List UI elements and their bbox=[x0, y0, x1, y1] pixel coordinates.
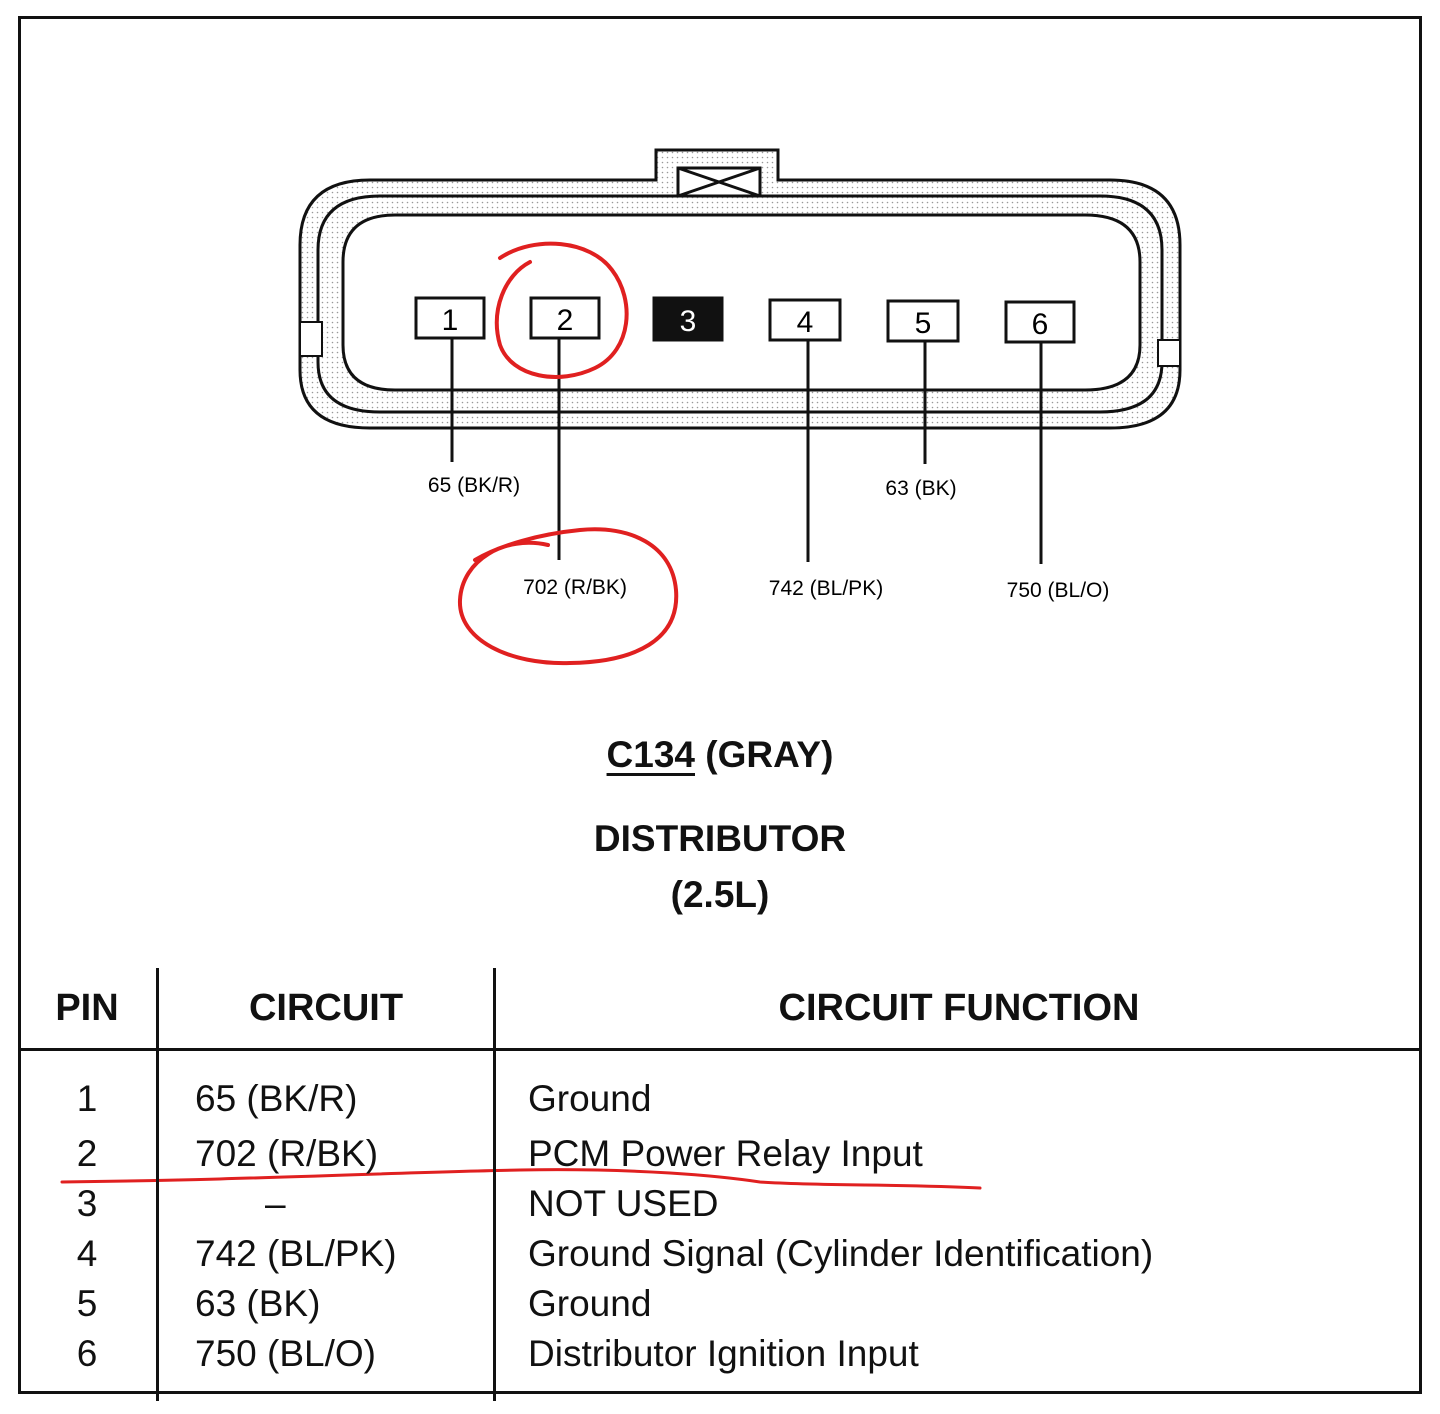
row-circuit-cell: – bbox=[157, 1179, 496, 1229]
pin-6-label: 6 bbox=[1032, 308, 1049, 341]
annotation-circle-pin-2 bbox=[494, 241, 629, 379]
row-circuit: 750 (BL/O) bbox=[157, 1329, 496, 1401]
row-pin: 4 bbox=[18, 1229, 159, 1279]
connector-housing bbox=[298, 148, 1182, 430]
row-function: Ground Signal (Cylinder Identification) bbox=[528, 1233, 1154, 1274]
wire-label-4: 742 (BL/PK) bbox=[769, 577, 883, 600]
component-name: DISTRIBUTOR bbox=[593, 818, 847, 859]
row-pin: 6 bbox=[18, 1329, 159, 1401]
wire-label-5: 63 (BK) bbox=[885, 477, 956, 500]
row-function: Distributor Ignition Input bbox=[528, 1333, 919, 1374]
connector-color: (GRAY) bbox=[705, 734, 834, 775]
pin-5-label: 5 bbox=[915, 307, 932, 340]
wire-label-1: 65 (BK/R) bbox=[428, 474, 520, 497]
pin-4-label: 4 bbox=[797, 306, 814, 339]
row-function: PCM Power Relay Input bbox=[528, 1133, 923, 1174]
header-function: CIRCUIT FUNCTION bbox=[494, 968, 1422, 1051]
pin-2-label: 2 bbox=[557, 304, 574, 337]
row-pin: 3 bbox=[18, 1179, 159, 1229]
table-row: 2 702 (R/BK) PCM Power Relay Input bbox=[18, 1129, 1422, 1179]
row-circuit: 742 (BL/PK) bbox=[157, 1229, 496, 1279]
diagram-frame bbox=[18, 16, 1422, 1394]
connector-id: C134 bbox=[606, 734, 695, 775]
row-function: Ground bbox=[528, 1283, 652, 1324]
table-row: 1 65 (BK/R) Ground bbox=[18, 1049, 1422, 1129]
row-circuit: 702 (R/BK) bbox=[157, 1129, 496, 1179]
header-pin: PIN bbox=[18, 968, 159, 1051]
wire-label-2: 702 (R/BK) bbox=[523, 576, 627, 599]
annotation-circle-wire-2 bbox=[457, 527, 679, 666]
row-circuit: 65 (BK/R) bbox=[157, 1049, 496, 1129]
table-row: 6 750 (BL/O) Distributor Ignition Input bbox=[18, 1329, 1422, 1401]
latch-icon bbox=[676, 166, 762, 198]
table-header-row: PIN CIRCUIT CIRCUIT FUNCTION bbox=[18, 968, 1422, 1051]
engine-size: (2.5L) bbox=[670, 874, 770, 915]
row-pin: 1 bbox=[18, 1049, 159, 1129]
table-row: 4 742 (BL/PK) Ground Signal (Cylinder Id… bbox=[18, 1229, 1422, 1279]
pin-table: PIN CIRCUIT CIRCUIT FUNCTION 1 65 (BK/R)… bbox=[18, 968, 1422, 1401]
pin-6: 6 bbox=[1004, 300, 1076, 344]
row-circuit: 63 (BK) bbox=[157, 1279, 496, 1329]
pin-2: 2 bbox=[529, 296, 601, 340]
row-function: NOT USED bbox=[528, 1183, 719, 1224]
connector-title: C134 (GRAY) bbox=[0, 734, 1440, 776]
table-row: 3 – NOT USED bbox=[18, 1179, 1422, 1229]
table-row: 5 63 (BK) Ground bbox=[18, 1279, 1422, 1329]
row-circuit: – bbox=[265, 1183, 286, 1224]
pin-4: 4 bbox=[768, 298, 842, 342]
row-pin: 2 bbox=[18, 1129, 159, 1179]
pin-5: 5 bbox=[886, 299, 960, 343]
header-circuit: CIRCUIT bbox=[157, 968, 496, 1051]
wire-label-6: 750 (BL/O) bbox=[1007, 579, 1110, 602]
pin-3-label: 3 bbox=[680, 305, 697, 338]
pin-1-label: 1 bbox=[442, 304, 459, 337]
pin-1: 1 bbox=[414, 296, 486, 340]
row-function: Ground bbox=[528, 1078, 652, 1119]
pin-3: 3 bbox=[652, 296, 724, 342]
row-pin: 5 bbox=[18, 1279, 159, 1329]
